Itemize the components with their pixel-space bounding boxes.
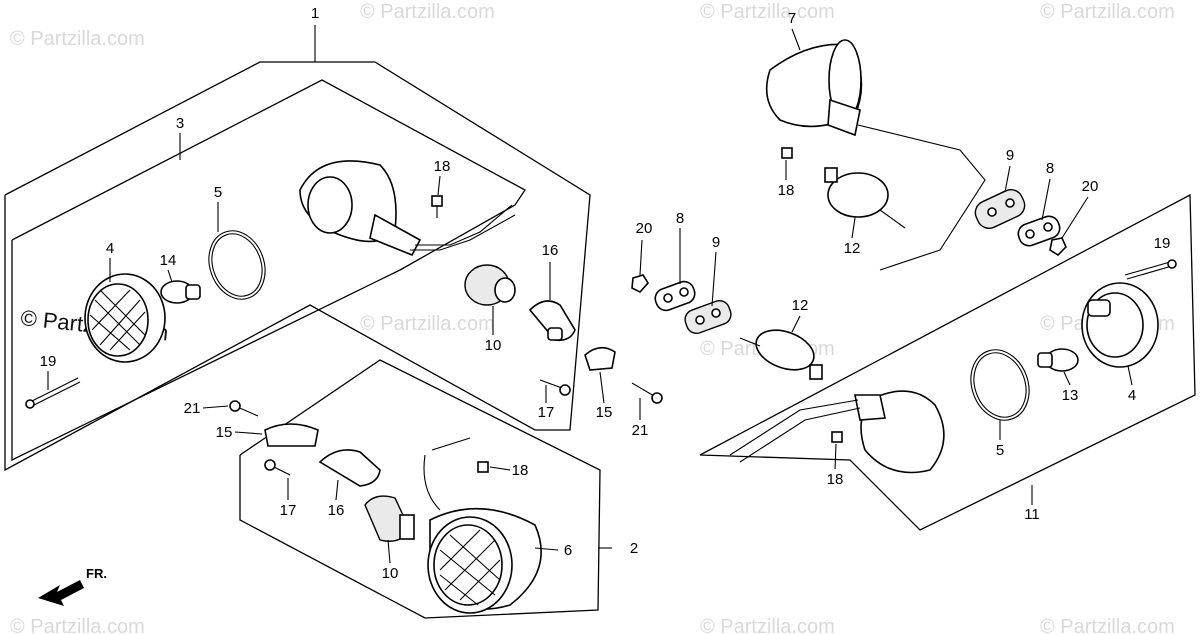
lens-4-right — [1081, 282, 1159, 368]
bracket-16-left — [528, 300, 576, 342]
gasket-5-right — [970, 349, 1030, 421]
callout-1: 1 — [311, 5, 319, 22]
right-signal-assembly — [729, 259, 1177, 474]
watermark: © Partzilla.com — [700, 1, 835, 23]
front-label: FR. — [86, 566, 107, 581]
frame-assembly-2 — [239, 359, 601, 619]
callout-21: 21 — [632, 422, 649, 439]
bolt-17-lower — [264, 459, 291, 476]
nut-20-right — [1049, 237, 1067, 257]
callout-8: 8 — [1046, 160, 1054, 177]
callout-17: 17 — [538, 404, 555, 421]
upper-right-signal — [765, 39, 1067, 271]
callout-11: 11 — [1024, 506, 1040, 523]
callout-18: 18 — [778, 182, 795, 199]
plate-8-right — [1017, 215, 1061, 247]
center-relay-parts — [631, 274, 823, 380]
grommet-9-right — [974, 188, 1026, 230]
callout-9: 9 — [1006, 147, 1014, 164]
frame-assembly-11 — [699, 193, 1196, 531]
callout-20: 20 — [1082, 178, 1099, 195]
lower-signal-assembly — [229, 400, 542, 614]
callout-18: 18 — [827, 471, 844, 488]
callout-19: 19 — [40, 353, 57, 370]
screw-18-upper-right — [781, 147, 793, 159]
callout-15: 15 — [216, 424, 233, 441]
callout-16: 16 — [328, 502, 345, 519]
callout-8: 8 — [676, 210, 684, 227]
front-direction-indicator: FR. — [38, 566, 107, 606]
callout-16: 16 — [542, 242, 559, 259]
callout-3: 3 — [176, 115, 184, 132]
callout-2: 2 — [630, 540, 638, 557]
left-front-signal-assembly — [25, 160, 663, 409]
plate-8-middle — [654, 280, 696, 312]
bulb-14 — [160, 280, 201, 304]
callout-15: 15 — [596, 404, 613, 421]
callout-9: 9 — [712, 234, 720, 251]
nut-20-middle — [631, 274, 649, 293]
screw-18-lower — [477, 461, 489, 473]
watermark: © Partzilla.com — [10, 616, 145, 635]
socket-10-left — [464, 264, 516, 306]
callout-4: 4 — [1128, 387, 1136, 404]
callout-13: 13 — [1062, 387, 1079, 404]
callout-20: 20 — [636, 220, 653, 237]
front-arrow-icon — [38, 580, 84, 606]
callout-5: 5 — [214, 184, 222, 201]
screw-18-upper-left — [431, 195, 443, 218]
gasket-5-left — [208, 230, 266, 300]
watermark-layer: © Partzilla.com © Partzilla.com © Partzi… — [10, 1, 1175, 635]
frame-assembly-3 — [11, 79, 526, 462]
watermark: © Partzilla.com — [1040, 1, 1175, 23]
callout-labels: 1 3 5 4 14 19 18 16 10 17 15 21 20 8 9 1… — [40, 5, 1171, 582]
bolt-17-left — [539, 379, 571, 396]
callout-12: 12 — [792, 297, 809, 314]
callout-18: 18 — [434, 158, 451, 175]
housing-right — [729, 390, 945, 474]
callout-14: 14 — [160, 252, 177, 269]
assembly-frames — [4, 25, 1196, 619]
watermark: © Partzilla.com — [1040, 616, 1175, 635]
callout-7: 7 — [788, 10, 796, 27]
bracket-16-lower — [318, 449, 381, 487]
clamp-15-lower — [264, 423, 319, 447]
clamp-15-left — [584, 346, 616, 371]
relay-12-middle — [739, 329, 823, 380]
bulb-13 — [1037, 348, 1079, 372]
callout-4: 4 — [106, 240, 114, 257]
callout-21: 21 — [184, 400, 201, 417]
callout-5: 5 — [996, 442, 1004, 459]
socket-10-lower — [364, 495, 415, 542]
callout-10: 10 — [485, 337, 502, 354]
callout-12: 12 — [844, 240, 861, 257]
callout-6: 6 — [564, 542, 572, 559]
callout-10: 10 — [382, 565, 399, 582]
housing-7 — [765, 39, 986, 271]
bolt-21-middle — [631, 382, 663, 404]
watermark: © Partzilla.com — [10, 28, 145, 50]
callout-19: 19 — [1154, 235, 1171, 252]
lens-6 — [423, 437, 542, 614]
lens-4-left — [84, 273, 166, 363]
bolt-21-lower — [229, 400, 259, 417]
watermark: © Partzilla.com — [360, 1, 495, 23]
grommet-9-middle — [684, 299, 732, 335]
frame-assembly-1 — [4, 61, 591, 472]
watermark: © Partzilla.com — [700, 616, 835, 635]
callout-17: 17 — [280, 502, 297, 519]
signal-housing-left — [299, 160, 516, 257]
callout-18: 18 — [512, 462, 529, 479]
screw-19-left — [25, 377, 81, 409]
screw-18-right — [831, 431, 843, 443]
screw-19-right — [1124, 259, 1177, 280]
relay-12-upper — [824, 167, 906, 229]
watermark: © Partzilla.com — [360, 313, 495, 335]
